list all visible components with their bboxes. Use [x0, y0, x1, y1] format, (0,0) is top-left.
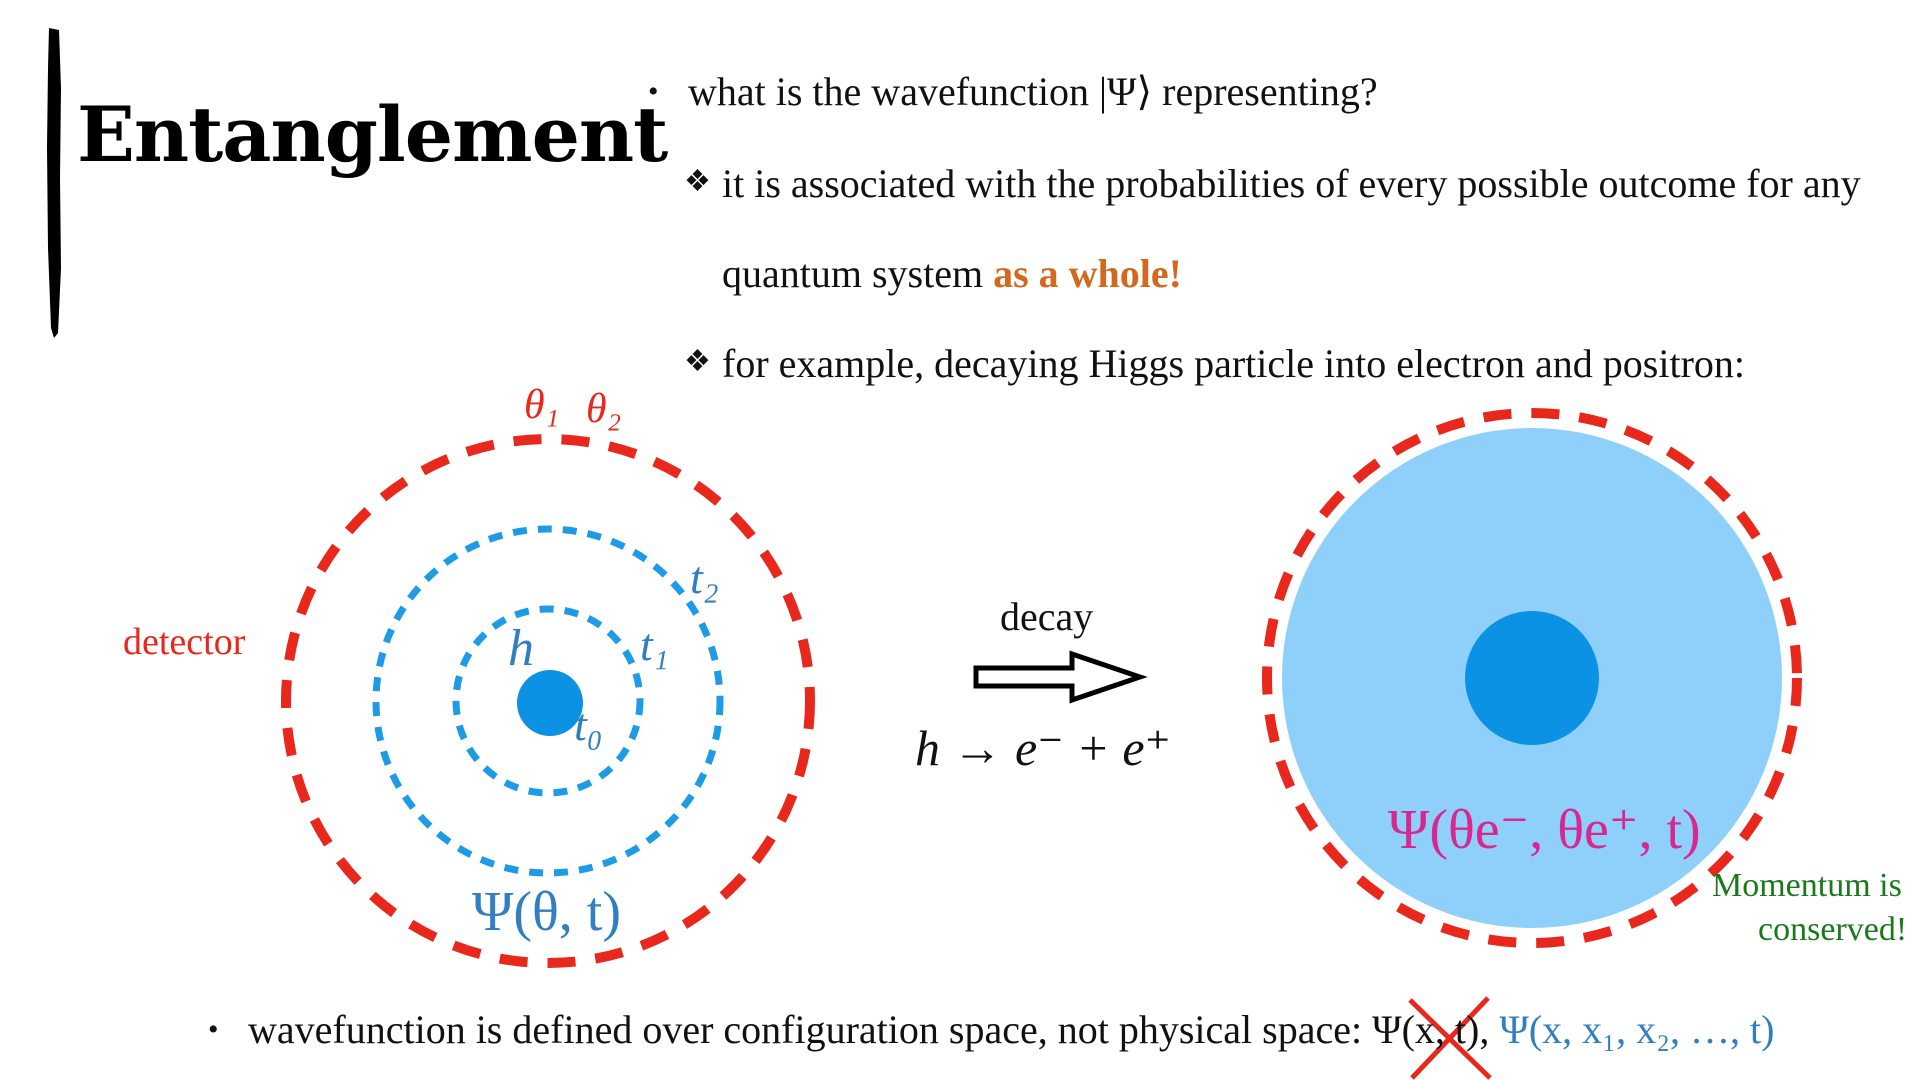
- bullet-dot: •: [208, 1013, 219, 1046]
- bullet-dot: •: [648, 75, 659, 108]
- psi-two-particle-label: Ψ(θe⁻, θe⁺, t): [1388, 799, 1701, 861]
- right-diagram: Ψ(θe⁻, θe⁺, t) Momentum is conserved!: [1262, 408, 1907, 948]
- sub-bullet-higgs-example: ❖ for example, decaying Higgs particle in…: [684, 340, 1745, 387]
- title-accent-bar: [47, 28, 61, 338]
- decay-section: decay h → e⁻ + e⁺: [915, 594, 1171, 776]
- higgs-h-label: h: [508, 620, 534, 677]
- decay-reaction-equation: h → e⁻ + e⁺: [915, 720, 1171, 776]
- sub-bullet-text: it is associated with the probabilities …: [722, 161, 1861, 206]
- highlight-as-a-whole: as a whole!: [993, 251, 1182, 296]
- sub-bullet-text: quantum system: [722, 251, 994, 296]
- left-diagram: detector θ₁ θ₂ h t₀ t₁ t₂ Ψ(θ, t): [123, 382, 815, 968]
- wavefront-t2-circle: [372, 525, 724, 877]
- diamond-bullet-icon: ❖: [684, 165, 711, 198]
- theta2-label: θ₂: [586, 386, 621, 432]
- detector-circle: [281, 434, 815, 968]
- higgs-particle-dot: [517, 670, 583, 736]
- bullet-text: what is the wavefunction: [688, 69, 1089, 114]
- momentum-label-line2: conserved!: [1758, 911, 1907, 948]
- psi-crossed-out: Ψ(x, t),: [1372, 1007, 1490, 1052]
- decay-label: decay: [1000, 594, 1093, 639]
- momentum-label-line1: Momentum is: [1712, 867, 1902, 904]
- bullet-text: wavefunction is defined over configurati…: [248, 1007, 1363, 1052]
- bullet-text-end: representing?: [1162, 69, 1378, 114]
- t2-label: t₂: [690, 552, 719, 603]
- bullet-wavefunction-question: • what is the wavefunction |Ψ⟩ representi…: [648, 68, 1378, 115]
- slide-title: Entanglement: [77, 90, 668, 179]
- crossed-out-x-icon: [1408, 996, 1492, 1080]
- psi-theta-t-label: Ψ(θ, t): [472, 881, 621, 943]
- detector-label: detector: [123, 621, 246, 663]
- decay-arrow-icon: [973, 650, 1148, 704]
- t1-label: t₁: [640, 619, 669, 670]
- t0-label: t₀: [574, 699, 603, 750]
- sub-bullet-probabilities-line2: quantum system as a whole!: [722, 250, 1182, 297]
- sub-bullet-probabilities: ❖ it is associated with the probabilities…: [684, 160, 1861, 207]
- theta1-label: θ₁: [524, 382, 559, 428]
- bullet-configuration-space: • wavefunction is defined over configurat…: [208, 1006, 1774, 1053]
- diamond-bullet-icon: ❖: [684, 345, 711, 378]
- higgs-particle-dot-right: [1465, 611, 1599, 745]
- sub-bullet-text: for example, decaying Higgs particle int…: [722, 341, 1746, 386]
- detector-circle-right: [1262, 408, 1802, 948]
- ket-psi: |Ψ⟩: [1099, 69, 1153, 114]
- psi-configuration-space: Ψ(x, x₁, x₂, …, t): [1499, 1007, 1775, 1052]
- wavefront-t1-circle: [452, 605, 644, 797]
